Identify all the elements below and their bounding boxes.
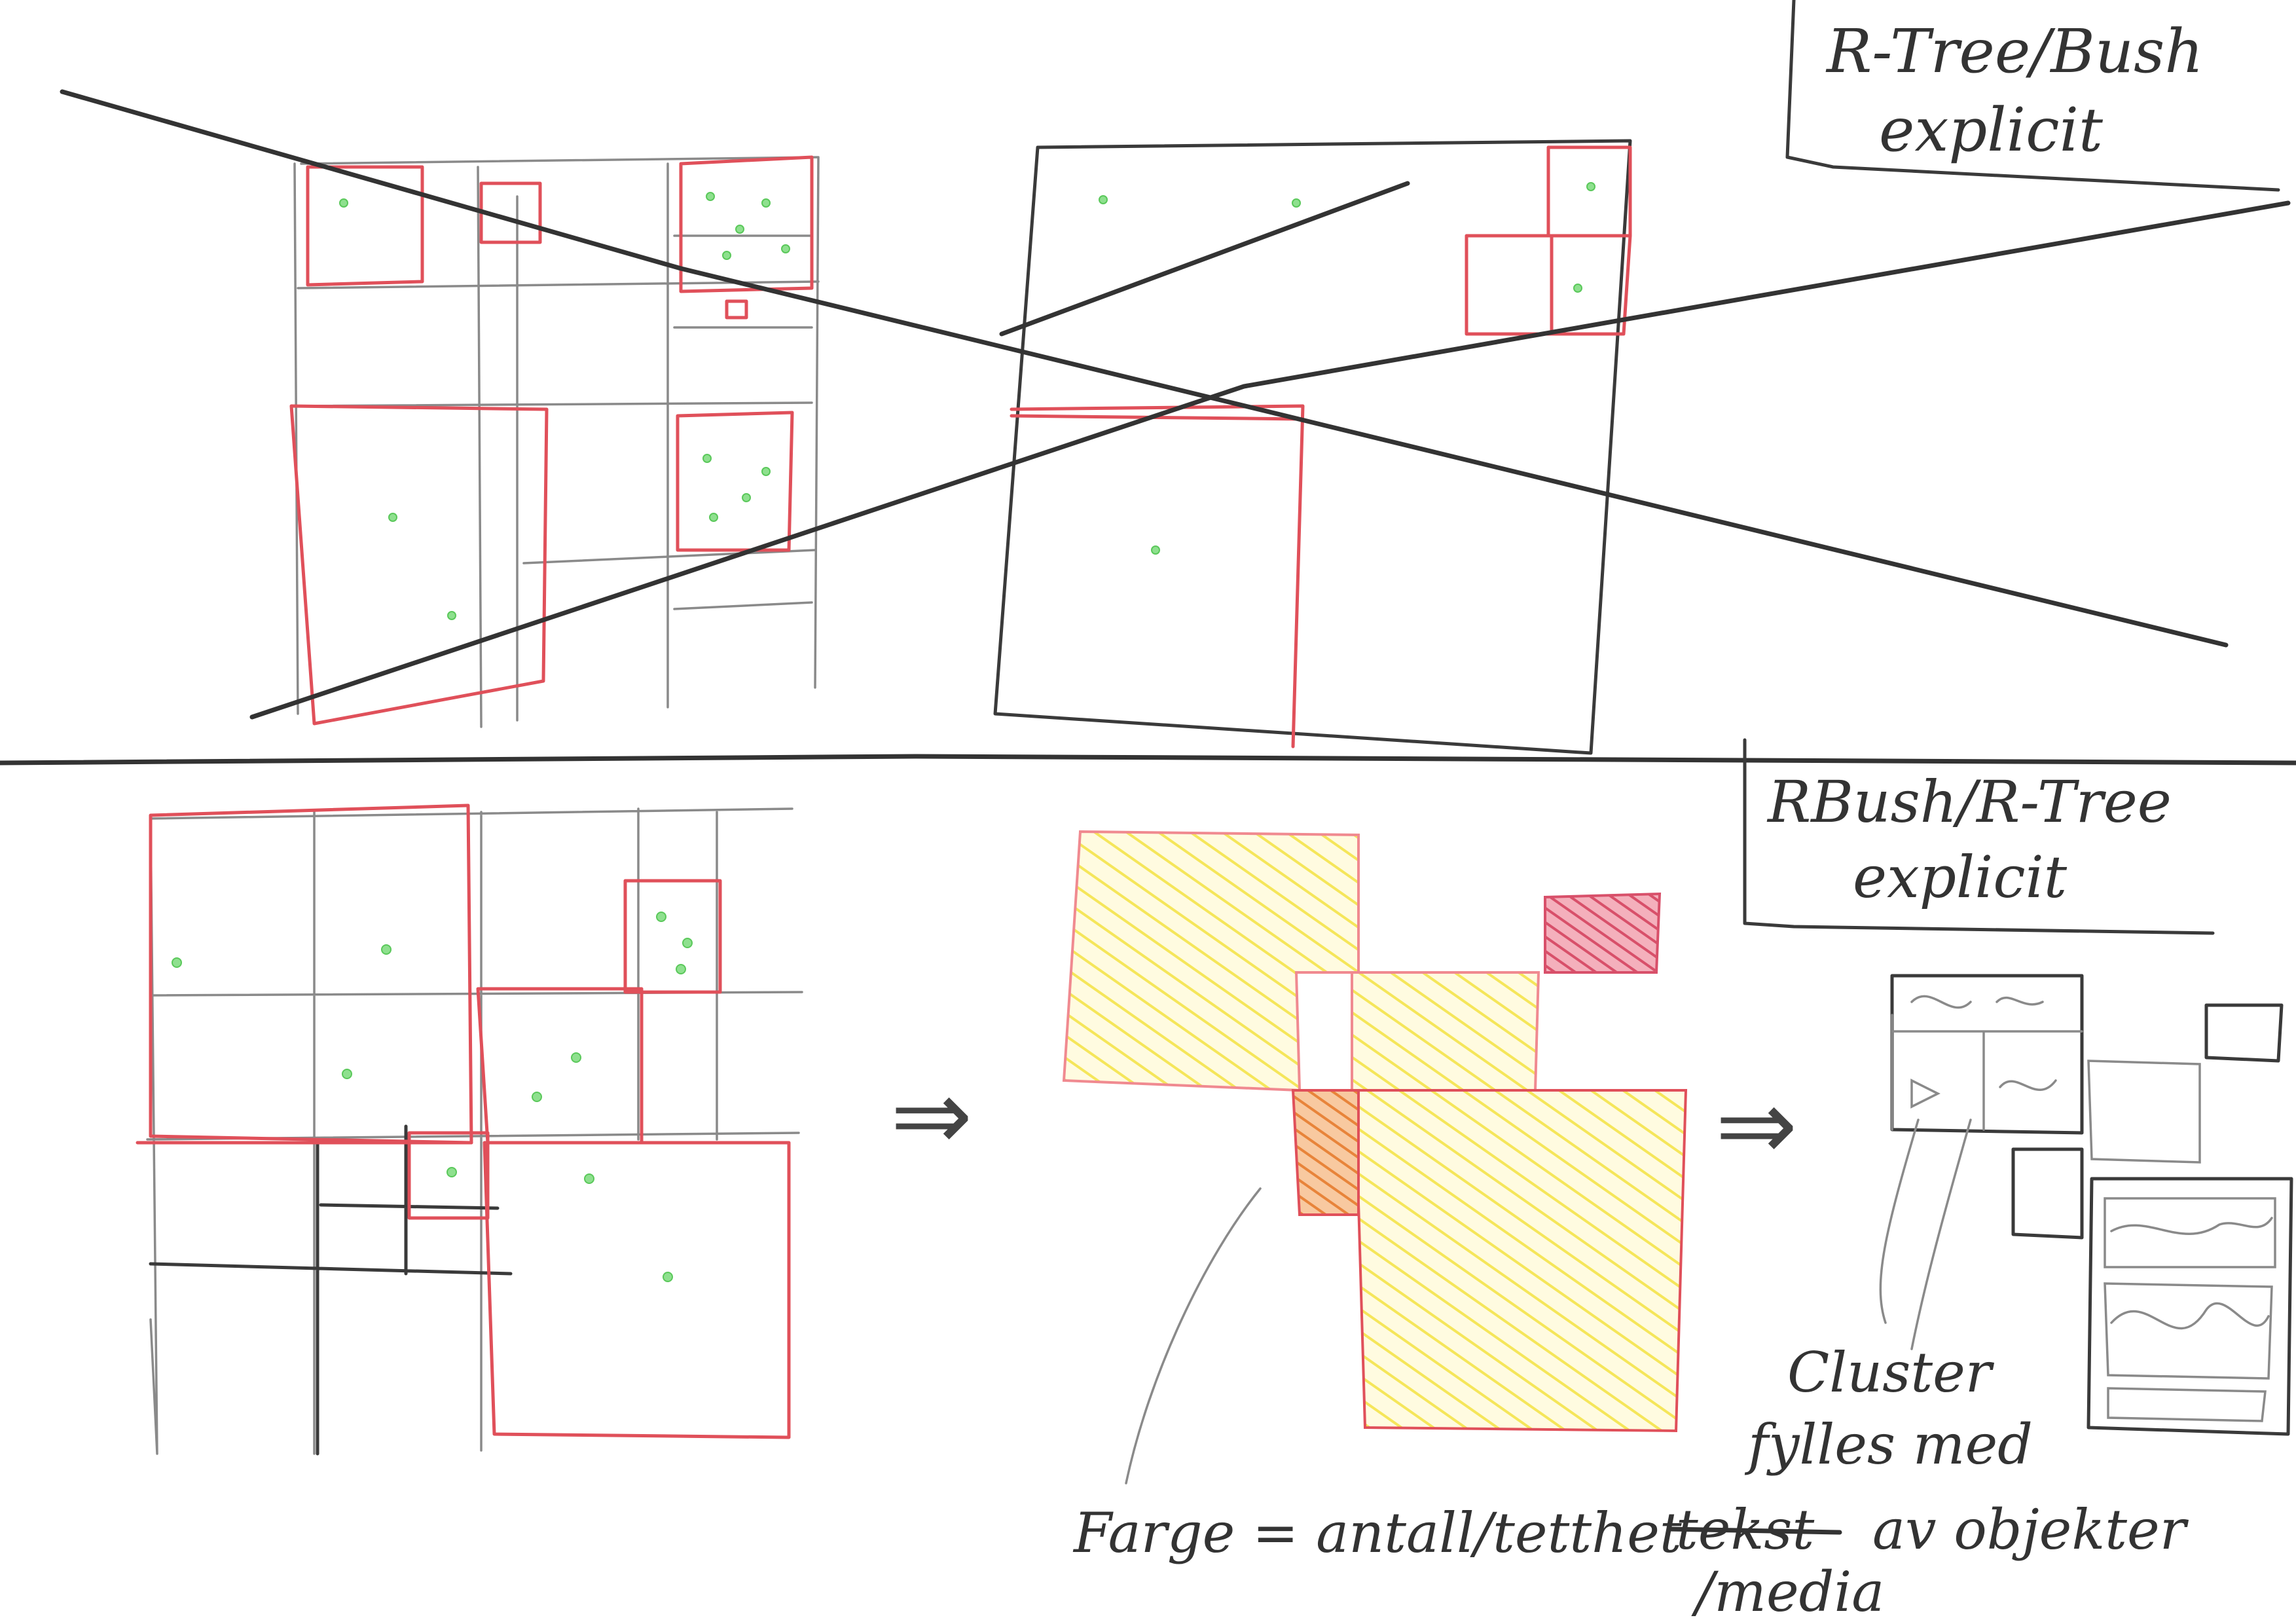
top-left-grid-sketch xyxy=(289,155,820,728)
strike-line-2 xyxy=(249,200,2291,720)
cluster-objects-label: av objekter xyxy=(1872,1498,2189,1562)
color-note: Farge = antall/tetthet xyxy=(1072,1501,1682,1565)
cluster-media-label: /media xyxy=(1691,1560,1884,1624)
cluster-fill-label: fylles med xyxy=(1744,1412,2033,1477)
cluster-label: Cluster xyxy=(1787,1340,1995,1405)
strike-line-3 xyxy=(999,181,1410,337)
bottom-left-grid xyxy=(136,803,803,1456)
section-divider xyxy=(0,754,2296,766)
top-box-title: R-Tree/Bush xyxy=(1825,16,2204,86)
top-label-box: R-Tree/Bush explicit xyxy=(1785,0,2280,192)
strike-line-1 xyxy=(60,89,2229,648)
bottom-label-box: RBush/R-Tree explicit xyxy=(1743,738,2215,935)
bottom-middle-heatmap xyxy=(1062,830,1688,1485)
top-right-sketch xyxy=(993,139,1632,755)
strikethrough xyxy=(1667,1526,1842,1535)
arrow-1: ⇒ xyxy=(890,1059,973,1173)
bottom-box-subtitle: explicit xyxy=(1853,843,2068,911)
bottom-right-dashboard-sketch xyxy=(1879,974,2293,1436)
arrow-2: ⇒ xyxy=(1715,1069,1798,1183)
bottom-box-title: RBush/R-Tree xyxy=(1766,768,2172,836)
top-box-subtitle: explicit xyxy=(1879,95,2104,165)
